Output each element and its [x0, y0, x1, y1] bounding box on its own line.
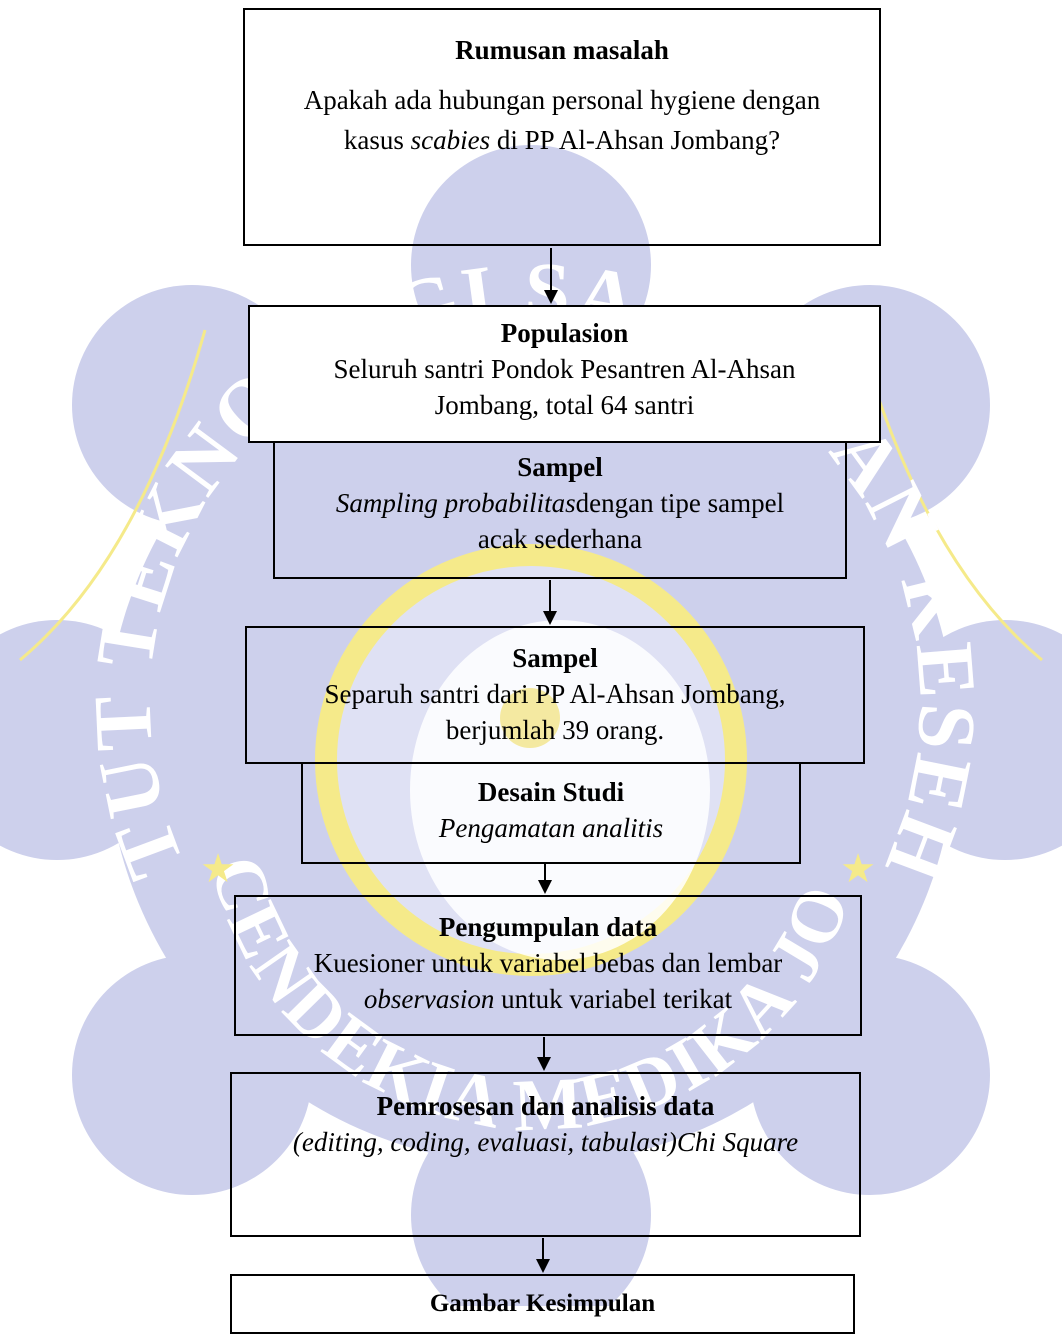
- arrow-down: [537, 1037, 551, 1071]
- box-title: Rumusan masalah: [455, 35, 669, 65]
- box-question: Apakah ada hubungan personal hygiene den…: [302, 80, 822, 160]
- question-italic: scabies: [410, 125, 491, 155]
- box-sampel: Sampel Separuh santri dari PP Al-Ahsan J…: [245, 626, 865, 764]
- svg-text:★: ★: [840, 846, 876, 891]
- box-text: (editing, coding, evaluasi, tabulasi)Chi…: [292, 1127, 799, 1157]
- box-pengumpulan-data: Pengumpulan data Kuesioner untuk variabe…: [234, 895, 862, 1036]
- box-text: Sampling probabilitasdengan tipe sampel …: [335, 485, 785, 557]
- box-kesimpulan: Gambar Kesimpulan: [230, 1274, 855, 1334]
- arrow-down: [543, 580, 557, 625]
- question-text-2: di PP Al-Ahsan Jombang?: [490, 125, 781, 155]
- box-title: Populasion: [500, 318, 629, 348]
- box-text-rest: untuk variabel terikat: [494, 984, 733, 1014]
- observasion-italic: observasion: [363, 984, 495, 1014]
- box-sampling: Sampel Sampling probabilitasdengan tipe …: [273, 441, 847, 579]
- box-text-2: observasion untuk variabel terikat: [236, 981, 860, 1017]
- box-title: Desain Studi: [477, 777, 625, 807]
- svg-text:★: ★: [200, 846, 236, 891]
- arrow-down: [538, 864, 552, 894]
- box-title: Sampel: [517, 452, 603, 482]
- box-text: Separuh santri dari PP Al-Ahsan Jombang,…: [324, 679, 786, 745]
- sampling-text: dengan tipe sampel acak sederhana: [477, 488, 785, 554]
- box-pemrosesan: Pemrosesan dan analisis data (editing, c…: [230, 1072, 861, 1237]
- box-title: Pemrosesan dan analisis data: [376, 1091, 715, 1121]
- question-text-1: Apakah ada hubungan personal hygiene den…: [303, 85, 821, 155]
- box-desain-studi: Desain Studi Pengamatan analitis: [301, 762, 801, 864]
- box-title: Pengumpulan data: [438, 912, 658, 942]
- box-text: Kuesioner untuk variabel bebas dan lemba…: [313, 948, 783, 978]
- arrow-down: [544, 248, 558, 304]
- box-rumusan-masalah: Rumusan masalah Apakah ada hubungan pers…: [243, 8, 881, 246]
- box-title: Sampel: [512, 643, 598, 673]
- arrow-down: [536, 1238, 550, 1273]
- box-text: Seluruh santri Pondok Pesantren Al-Ahsan…: [333, 354, 796, 420]
- watermark-logo: INSTITUT TEKNOLOGI SAINS DAN KESEHATAN I…: [0, 145, 1062, 1306]
- sampling-italic: Sampling probabilitas: [335, 488, 576, 518]
- box-populasi: Populasion Seluruh santri Pondok Pesantr…: [248, 305, 881, 443]
- box-title: Gambar Kesimpulan: [429, 1290, 656, 1317]
- box-text: Pengamatan analitis: [438, 813, 664, 843]
